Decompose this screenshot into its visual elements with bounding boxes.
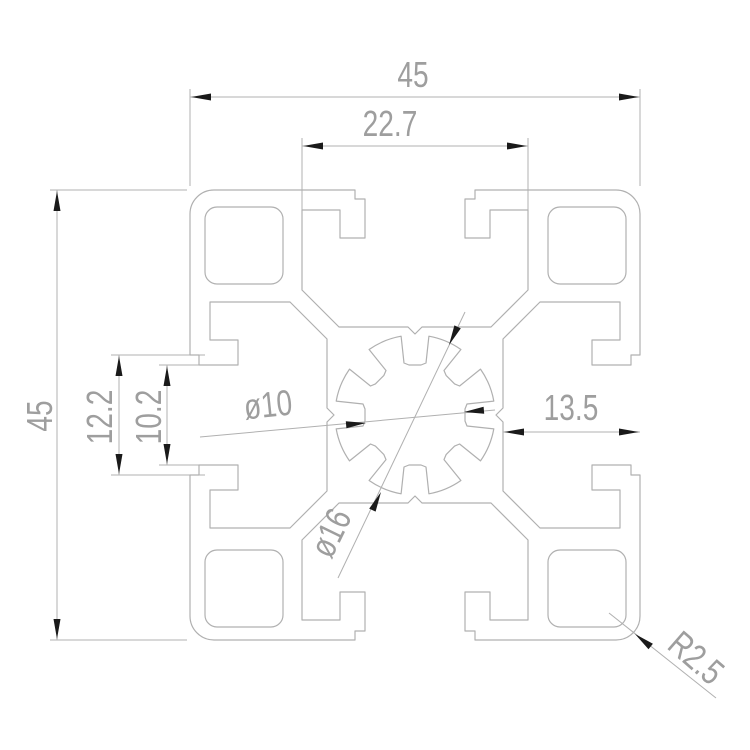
corner-boss-hole-top-right bbox=[547, 206, 627, 285]
arrowhead bbox=[53, 191, 61, 211]
leader-line-dia16 bbox=[337, 311, 466, 579]
corner-boss-hole-bottom-left bbox=[204, 549, 284, 628]
dim-text-center-bore-diameter: ø10 bbox=[241, 381, 295, 428]
dim-text-slot-step-width: 12.2 bbox=[79, 389, 120, 445]
dim-text-overall-width: 45 bbox=[397, 54, 429, 95]
arrowhead bbox=[115, 454, 123, 474]
arrowhead bbox=[619, 93, 639, 101]
dim-text-slot-cavity-width: 22.7 bbox=[362, 103, 418, 144]
dim-text-slot-opening-width: 10.2 bbox=[128, 389, 169, 445]
leader-line-r2-5 bbox=[608, 612, 717, 699]
arrowhead bbox=[464, 406, 485, 414]
arrowhead bbox=[191, 93, 211, 101]
arrowhead bbox=[345, 421, 366, 429]
arrowhead bbox=[115, 356, 123, 376]
dim-text-core-to-edge: 13.5 bbox=[543, 387, 599, 428]
dim-text-overall-height: 45 bbox=[19, 400, 60, 432]
arrowhead bbox=[449, 325, 461, 345]
arrowhead bbox=[635, 634, 653, 650]
profile-outline bbox=[189, 189, 641, 641]
arrowhead bbox=[163, 366, 171, 386]
arrowhead bbox=[303, 142, 323, 150]
profile-geometry bbox=[189, 189, 641, 641]
arrowhead bbox=[369, 492, 381, 512]
arrowhead bbox=[504, 428, 524, 436]
arrowhead bbox=[163, 444, 171, 464]
corner-boss-hole-top-left bbox=[204, 206, 284, 285]
arrowhead bbox=[507, 142, 527, 150]
arrowhead bbox=[619, 428, 639, 436]
corner-boss-hole-bottom-right bbox=[547, 549, 627, 628]
center-spline-bore bbox=[335, 335, 495, 495]
arrowheads bbox=[53, 93, 653, 650]
arrowhead bbox=[53, 619, 61, 639]
